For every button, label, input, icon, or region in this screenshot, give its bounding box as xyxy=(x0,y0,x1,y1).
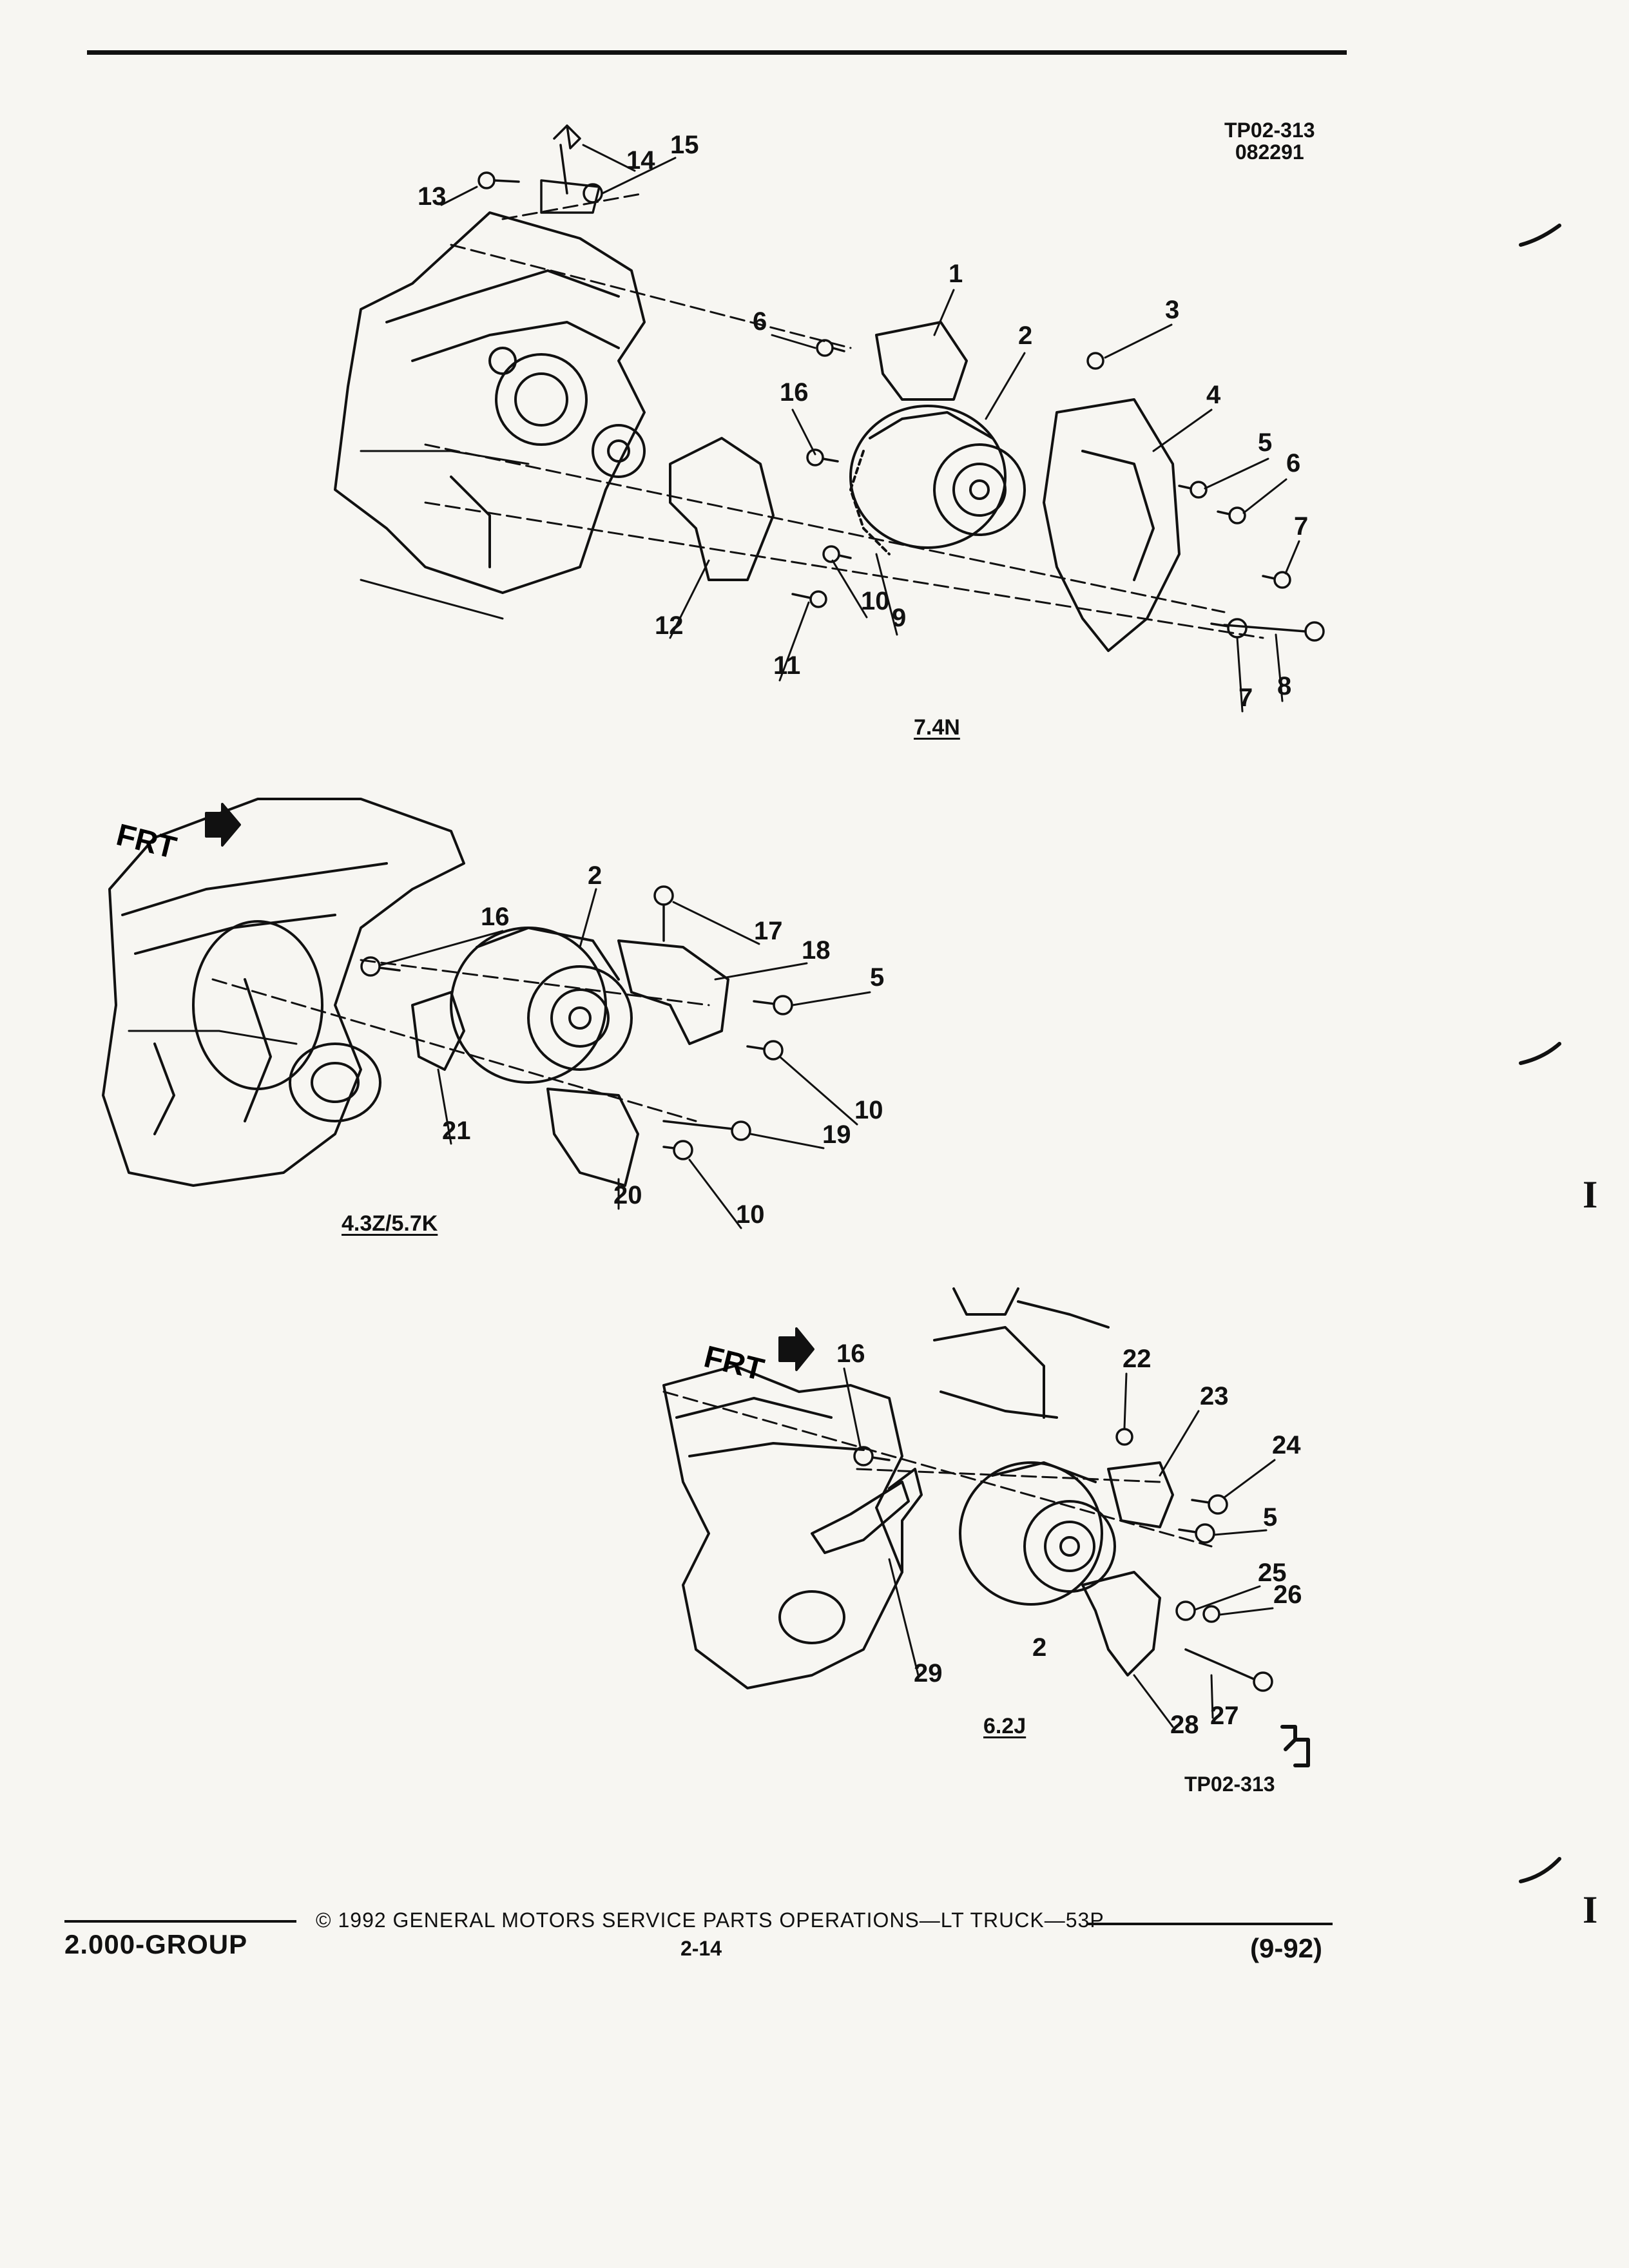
callout-number: 15 xyxy=(670,131,699,159)
bolts-4-3z-5-7k xyxy=(360,885,793,1160)
callout-number: 16 xyxy=(780,378,809,407)
bracket-18 xyxy=(617,939,729,1045)
logo-mark-icon xyxy=(1280,1725,1310,1767)
callout-number: 1 xyxy=(949,260,963,288)
footer-date: (9-92) xyxy=(1250,1933,1323,1963)
callout-number: 18 xyxy=(802,936,831,965)
callout-number: 11 xyxy=(773,651,800,680)
footer-page-number: 2-14 xyxy=(680,1937,722,1960)
callout-number: 27 xyxy=(1210,1702,1239,1730)
callout-number: 6 xyxy=(1286,449,1300,477)
footer-copyright: © 1992 GENERAL MOTORS SERVICE PARTS OPER… xyxy=(316,1908,1104,1932)
callout-number: 17 xyxy=(754,917,783,945)
callout-number: 7 xyxy=(1294,512,1308,541)
callout-number: 16 xyxy=(481,903,510,931)
callout-number: 14 xyxy=(626,146,655,175)
callout-number: 22 xyxy=(1123,1345,1152,1373)
alternator-7-4n xyxy=(849,405,1026,555)
bolts-6-2j xyxy=(853,1428,1273,1692)
engine-label-4-3z-5-7k: 4.3Z/5.7K xyxy=(342,1211,438,1236)
bolts-7-4n xyxy=(477,124,1325,642)
bracket-1 xyxy=(875,321,968,401)
callout-number: 2 xyxy=(588,861,602,890)
callout-number: 5 xyxy=(870,963,884,992)
alternator-6-2j xyxy=(959,1461,1116,1606)
bracket-28 xyxy=(1081,1571,1161,1677)
callout-number: 16 xyxy=(836,1340,865,1368)
footer-rule-right xyxy=(1088,1923,1333,1925)
diagram-7-4n-artwork xyxy=(334,124,1325,713)
frt-arrow-icon xyxy=(778,1327,815,1371)
footer-rule-left xyxy=(64,1920,296,1923)
engine-label-6-2j: 6.2J xyxy=(983,1714,1027,1738)
callout-number: 26 xyxy=(1273,1581,1302,1609)
callout-number: 23 xyxy=(1200,1382,1229,1410)
diagram-6-2j-artwork xyxy=(662,1287,1276,1728)
callout-number: 10 xyxy=(854,1096,883,1124)
frt-arrow-icon xyxy=(205,803,241,847)
footer-group: 2.000-GROUP xyxy=(64,1929,248,1959)
callout-number: 8 xyxy=(1277,672,1291,700)
callout-number: 28 xyxy=(1170,1711,1199,1739)
margin-mark: I xyxy=(1583,1173,1598,1216)
page-edge-mark-icon xyxy=(1519,1042,1561,1065)
bracket-4 xyxy=(1043,398,1181,652)
callout-number: 9 xyxy=(892,604,906,632)
callout-number: 25 xyxy=(1258,1559,1287,1587)
callout-number: 2 xyxy=(1032,1633,1046,1662)
callout-number: 5 xyxy=(1263,1503,1277,1532)
callout-number: 10 xyxy=(861,587,890,615)
alternator-4-3z-5-7k xyxy=(450,927,633,1084)
strap-29 xyxy=(811,1481,910,1554)
callout-number: 3 xyxy=(1165,296,1179,324)
callout-number: 2 xyxy=(1018,322,1032,350)
ref-code-top-number: TP02-313 xyxy=(1224,119,1315,142)
bracket-23 xyxy=(1107,1461,1174,1528)
bracket-12 xyxy=(669,437,775,581)
callout-number: 12 xyxy=(655,611,684,640)
callout-number: 20 xyxy=(613,1181,642,1209)
page-edge-mark-icon xyxy=(1519,1857,1561,1883)
ref-code-date: 082291 xyxy=(1235,140,1304,164)
margin-mark: I xyxy=(1583,1888,1598,1931)
callout-number: 21 xyxy=(442,1117,471,1145)
ref-code-top: TP02-313 082291 xyxy=(1224,119,1315,163)
callout-number: 29 xyxy=(914,1659,943,1687)
top-rule xyxy=(87,50,1347,55)
callout-number: 13 xyxy=(418,182,447,211)
callout-number: 6 xyxy=(753,307,767,336)
callout-number: 10 xyxy=(736,1200,765,1229)
bracket-20 xyxy=(546,1088,639,1187)
front-label: FRT xyxy=(700,1340,767,1387)
front-label: FRT xyxy=(113,818,179,865)
callout-number: 4 xyxy=(1206,381,1221,409)
ref-code-bottom: TP02-313 xyxy=(1184,1773,1275,1796)
callout-number: 24 xyxy=(1272,1431,1301,1459)
callout-number: 7 xyxy=(1239,684,1253,712)
callout-number: 5 xyxy=(1258,428,1272,457)
callout-number: 19 xyxy=(822,1120,851,1149)
engine-label-7-4n: 7.4N xyxy=(914,715,960,740)
diagram-4-3z-5-7k-artwork xyxy=(102,798,871,1229)
page-edge-mark-icon xyxy=(1519,224,1561,247)
